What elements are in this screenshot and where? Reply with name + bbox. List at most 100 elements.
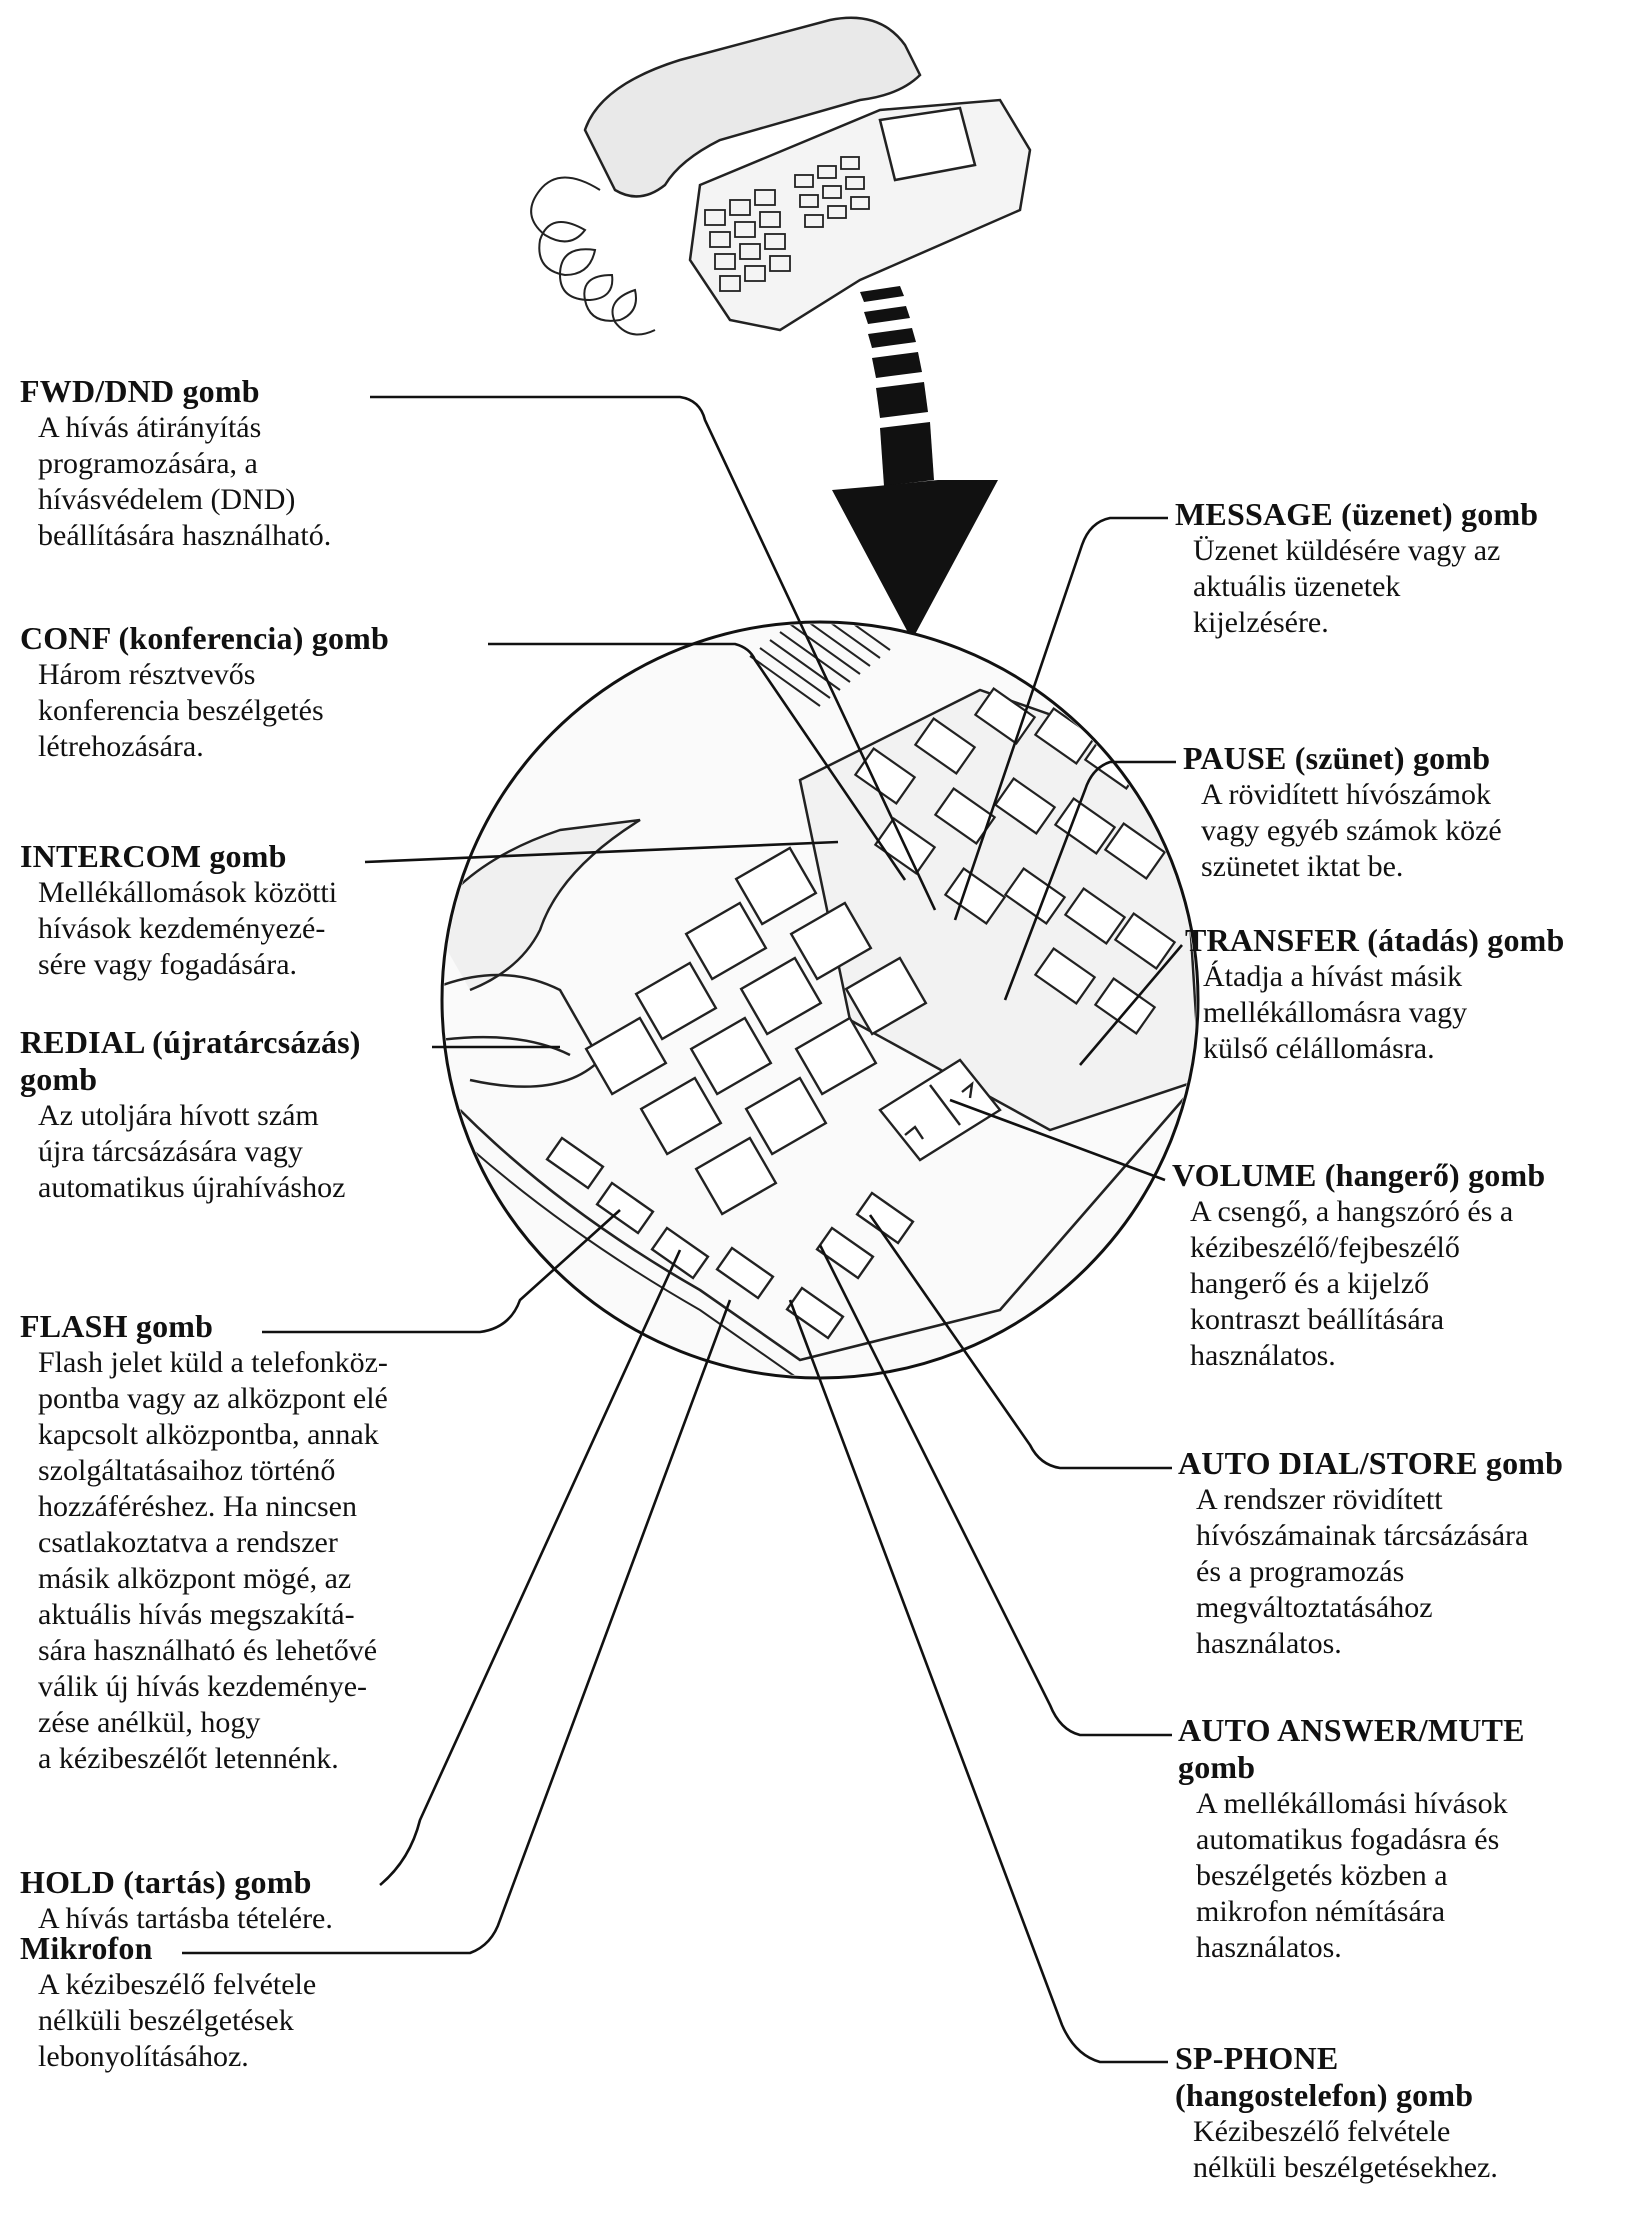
desc-line: A kézibeszélő felvétele [38,1967,316,2003]
auto-answer-description: A mellékállomási hívások automatikus fog… [1178,1786,1525,1966]
hold-title: HOLD (tartás) gomb [20,1864,333,1901]
desc-line: vagy egyéb számok közé [1201,813,1502,849]
auto-answer-title-line: AUTO ANSWER/MUTE [1178,1712,1525,1749]
desc-line: programozására, a [38,446,331,482]
desc-line: szünetet iktat be. [1201,849,1502,885]
desc-line: létrehozására. [38,729,389,765]
desc-line: A mellékállomási hívások [1196,1786,1525,1822]
label-conf: CONF (konferencia) gomb Három résztvevős… [20,620,389,765]
desc-line: mellékállomásra vagy [1203,995,1565,1031]
label-redial: REDIAL (újratárcsázás) gomb Az utoljára … [20,1024,361,1206]
label-auto-dial: AUTO DIAL/STORE gomb A rendszer rövidíte… [1178,1445,1563,1662]
desc-line: csatlakoztatva a rendszer [38,1525,388,1561]
desc-line: nélküli beszélgetések [38,2003,316,2039]
pause-title: PAUSE (szünet) gomb [1183,740,1502,777]
desc-line: külső célállomásra. [1203,1031,1565,1067]
transfer-description: Átadja a hívást másik mellékállomásra va… [1185,959,1565,1067]
auto-dial-title: AUTO DIAL/STORE gomb [1178,1445,1563,1482]
intercom-title: INTERCOM gomb [20,838,337,875]
desc-line: nélküli beszélgetésekhez. [1193,2150,1498,2186]
magnified-phone-detail [430,600,1200,1380]
desc-line: a kézibeszélőt letennénk. [38,1741,388,1777]
desc-line: hívószámainak tárcsázására [1196,1518,1563,1554]
desc-line: Üzenet küldésére vagy az [1193,533,1538,569]
desc-line: zése anélkül, hogy [38,1705,388,1741]
desc-line: megváltoztatásához [1196,1590,1563,1626]
desc-line: Flash jelet küld a telefonköz- [38,1345,388,1381]
telephone-icon [531,18,1030,335]
desc-line: Átadja a hívást másik [1203,959,1565,995]
auto-answer-title-line: gomb [1178,1749,1525,1786]
transfer-title: TRANSFER (átadás) gomb [1185,922,1565,959]
sp-phone-title-line: (hangostelefon) gomb [1175,2077,1498,2114]
desc-line: A rövidített hívószámok [1201,777,1502,813]
desc-line: Három résztvevős [38,657,389,693]
down-arrow-icon [832,286,998,640]
desc-line: kontraszt beállítására [1190,1302,1545,1338]
redial-description: Az utoljára hívott szám újra tárcsázásár… [20,1098,361,1206]
desc-line: pontba vagy az alközpont elé [38,1381,388,1417]
desc-line: sára használható és lehetővé [38,1633,388,1669]
message-description: Üzenet küldésére vagy az aktuális üzenet… [1175,533,1538,641]
desc-line: lebonyolításához. [38,2039,316,2075]
desc-line: kijelzésére. [1193,605,1538,641]
desc-line: használatos. [1190,1338,1545,1374]
sp-phone-title-line: SP-PHONE [1175,2040,1498,2077]
desc-line: válik új hívás kezdeményе- [38,1669,388,1705]
desc-line: hozzáféréshez. Ha nincsen [38,1489,388,1525]
sp-phone-description: Kézibeszélő felvétele nélküli beszélgeté… [1175,2114,1498,2186]
desc-line: kézibeszélő/fejbeszélő [1190,1230,1545,1266]
flash-title: FLASH gomb [20,1308,388,1345]
desc-line: használatos. [1196,1930,1525,1966]
desc-line: sére vagy fogadására. [38,947,337,983]
desc-line: A hívás átirányítás [38,410,331,446]
intercom-description: Mellékállomások közötti hívások kezdemén… [20,875,337,983]
desc-line: mikrofon némítására [1196,1894,1525,1930]
desc-line: újra tárcsázására vagy [38,1134,361,1170]
desc-line: beállítására használható. [38,518,331,554]
desc-line: Kézibeszélő felvétele [1193,2114,1498,2150]
desc-line: beszélgetés közben a [1196,1858,1525,1894]
label-transfer: TRANSFER (átadás) gomb Átadja a hívást m… [1185,922,1565,1067]
desc-line: Az utoljára hívott szám [38,1098,361,1134]
auto-answer-title: AUTO ANSWER/MUTE gomb [1178,1712,1525,1786]
conf-description: Három résztvevős konferencia beszélgetés… [20,657,389,765]
mikrofon-description: A kézibeszélő felvétele nélküli beszélge… [20,1967,316,2075]
fwd-dnd-title: FWD/DND gomb [20,373,331,410]
desc-line: aktuális üzenetek [1193,569,1538,605]
desc-line: használatos. [1196,1626,1563,1662]
pause-description: A rövidített hívószámok vagy egyéb számo… [1183,777,1502,885]
label-pause: PAUSE (szünet) gomb A rövidített hívószá… [1183,740,1502,885]
label-message: MESSAGE (üzenet) gomb Üzenet küldésére v… [1175,496,1538,641]
desc-line: kapcsolt alközpontba, annak [38,1417,388,1453]
label-hold: HOLD (tartás) gomb A hívás tartásba téte… [20,1864,333,1937]
desc-line: másik alközpont mögé, az [38,1561,388,1597]
desc-line: automatikus újrahíváshoz [38,1170,361,1206]
conf-title: CONF (konferencia) gomb [20,620,389,657]
label-volume: VOLUME (hangerő) gomb A csengő, a hangsz… [1172,1157,1545,1374]
redial-title-line: REDIAL (újratárcsázás) [20,1024,361,1061]
label-sp-phone: SP-PHONE (hangostelefon) gomb Kézibeszél… [1175,2040,1498,2186]
desc-line: és a programozás [1196,1554,1563,1590]
flash-description: Flash jelet küld a telefonköz- pontba va… [20,1345,388,1777]
fwd-dnd-description: A hívás átirányítás programozására, a hí… [20,410,331,554]
sp-phone-title: SP-PHONE (hangostelefon) gomb [1175,2040,1498,2114]
label-flash: FLASH gomb Flash jelet küld a telefonköz… [20,1308,388,1777]
desc-line: szolgáltatásaihoz történő [38,1453,388,1489]
auto-dial-description: A rendszer rövidített hívószámainak tárc… [1178,1482,1563,1662]
mikrofon-title: Mikrofon [20,1930,316,1967]
desc-line: konferencia beszélgetés [38,693,389,729]
desc-line: hangerő és a kijelző [1190,1266,1545,1302]
label-fwd-dnd: FWD/DND gomb A hívás átirányítás program… [20,373,331,554]
redial-title: REDIAL (újratárcsázás) gomb [20,1024,361,1098]
label-auto-answer: AUTO ANSWER/MUTE gomb A mellékállomási h… [1178,1712,1525,1966]
redial-title-line: gomb [20,1061,361,1098]
desc-line: A rendszer rövidített [1196,1482,1563,1518]
volume-title: VOLUME (hangerő) gomb [1172,1157,1545,1194]
desc-line: Mellékállomások közötti [38,875,337,911]
label-mikrofon: Mikrofon A kézibeszélő felvétele nélküli… [20,1930,316,2075]
desc-line: hívásvédelem (DND) [38,482,331,518]
desc-line: aktuális hívás megszakítá- [38,1597,388,1633]
desc-line: A csengő, a hangszóró és a [1190,1194,1545,1230]
desc-line: hívások kezdeményezé- [38,911,337,947]
